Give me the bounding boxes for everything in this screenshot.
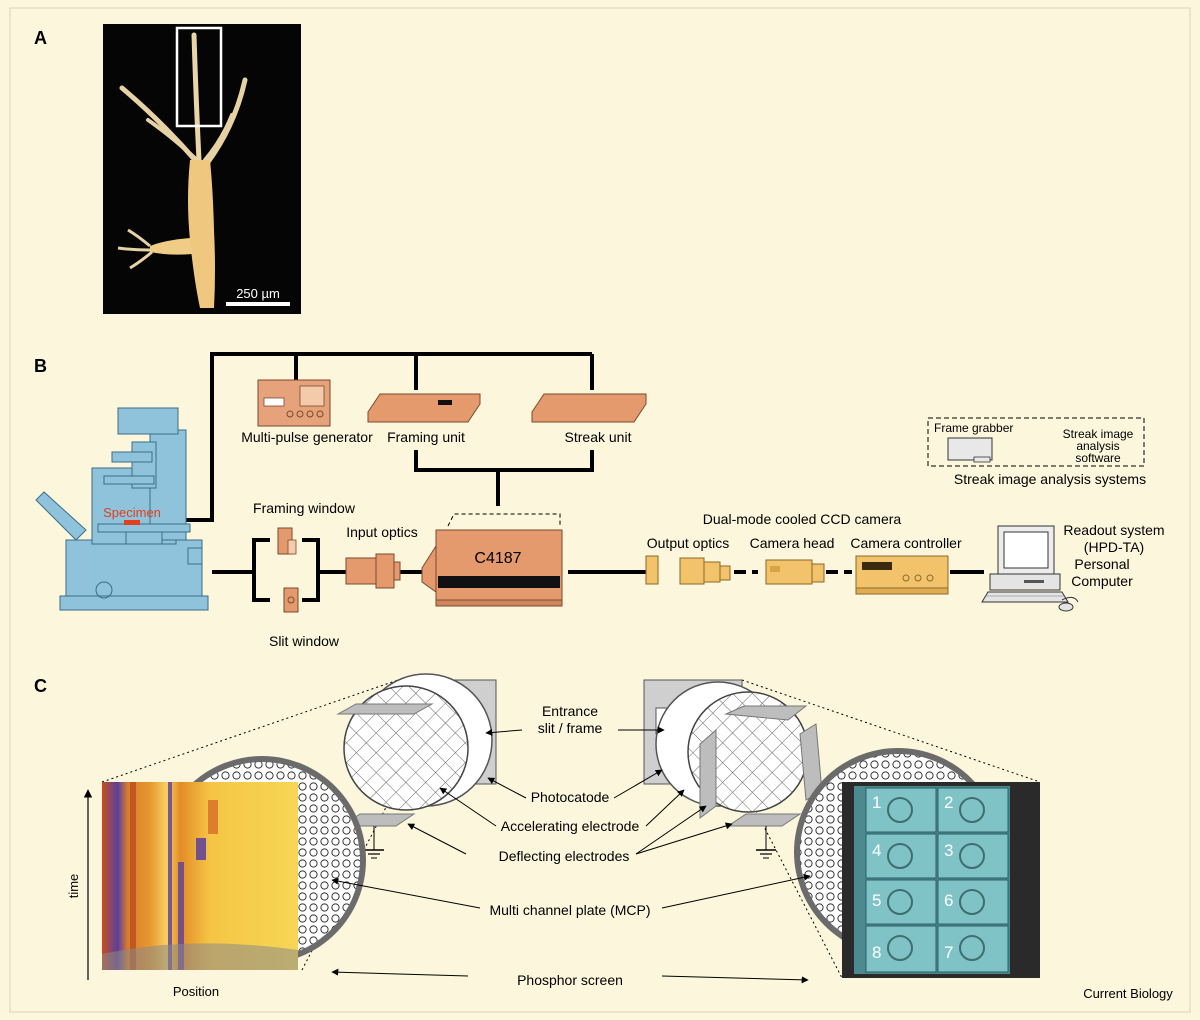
hydra-photo — [103, 24, 301, 314]
multi-pulse-generator-device — [257, 379, 331, 427]
camera-head-device — [765, 559, 825, 585]
photocatode-label: Photocatode — [531, 789, 610, 805]
streak-unit-device — [531, 393, 647, 423]
dual-mode-camera-label: Dual-mode cooled CCD camera — [703, 511, 902, 527]
position-axis-label: Position — [173, 984, 219, 999]
framing-unit-label: Framing unit — [387, 429, 465, 445]
svg-text:1: 1 — [872, 793, 881, 812]
camera-model-label: C4187 — [474, 550, 521, 567]
phosphor-screen-label: Phosphor screen — [517, 972, 623, 988]
framing-window-device — [277, 527, 297, 555]
input-optics-label: Input optics — [346, 524, 418, 540]
svg-text:3: 3 — [944, 841, 953, 860]
svg-text:6: 6 — [944, 891, 953, 910]
frame-tile: 8 — [865, 925, 937, 973]
scale-bar-label: 250 µm — [236, 286, 280, 301]
frame-tile: 3 — [937, 833, 1009, 879]
wiring-lines — [168, 352, 984, 602]
streak-tube-left — [101, 673, 497, 971]
frame-tile: 2 — [937, 787, 1009, 833]
frame-tile: 5 — [865, 879, 937, 925]
journal-credit: Current Biology — [1083, 986, 1173, 1001]
frame-tile: 6 — [937, 879, 1009, 925]
svg-text:2: 2 — [944, 793, 953, 812]
camera-controller-label: Camera controller — [850, 535, 962, 551]
frame-tile: 7 — [937, 925, 1009, 973]
svg-text:8: 8 — [872, 943, 881, 962]
slit-window-label: Slit window — [269, 633, 340, 649]
svg-text:5: 5 — [872, 891, 881, 910]
figure-border — [9, 7, 1191, 1013]
frame-grabber-label: Frame grabber — [934, 421, 1013, 435]
microscope-illustration — [35, 407, 209, 611]
framing-window-label: Framing window — [253, 500, 356, 516]
specimen-marker — [124, 520, 140, 525]
slit-window-device — [283, 587, 299, 613]
readout-label-line2: (HPD-TA) — [1084, 539, 1144, 555]
panel-label-c: C — [34, 676, 47, 696]
personal-computer-device — [981, 525, 1079, 612]
software-label-line1: Streak image — [1063, 427, 1134, 441]
leader-arrows — [331, 726, 811, 984]
panel-label-a: A — [34, 28, 47, 48]
camera-controller-device — [855, 555, 949, 595]
software-label-line3: software — [1075, 451, 1121, 465]
output-optics-label: Output optics — [647, 535, 730, 551]
svg-text:4: 4 — [872, 841, 881, 860]
panel-label-b: B — [34, 356, 47, 376]
readout-label-line1: Readout system — [1063, 522, 1164, 538]
analysis-systems-label: Streak image analysis systems — [954, 471, 1146, 487]
entrance-label-line2: slit / frame — [538, 720, 603, 736]
analysis-systems-box — [927, 417, 1145, 467]
input-optics-device — [345, 553, 401, 589]
c4187-camera-device — [421, 513, 563, 607]
mcp-label: Multi channel plate (MCP) — [489, 902, 650, 918]
camera-head-label: Camera head — [750, 535, 835, 551]
streak-unit-label: Streak unit — [565, 429, 632, 445]
frame-tile: 4 — [865, 833, 937, 879]
time-axis-label: time — [66, 874, 81, 899]
software-label-line2: analysis — [1076, 439, 1119, 453]
svg-text:7: 7 — [944, 943, 953, 962]
framing-unit-device — [367, 393, 481, 423]
deflecting-electrodes-label: Deflecting electrodes — [499, 848, 630, 864]
readout-label-line3: Personal — [1074, 556, 1129, 572]
frame-tile: 1 — [865, 787, 937, 833]
frame-grabber-card — [947, 437, 993, 461]
specimen-label: Specimen — [103, 505, 161, 520]
entrance-label-line1: Entrance — [542, 703, 598, 719]
accelerating-electrode-label: Accelerating electrode — [501, 818, 640, 834]
output-optics-device — [645, 555, 731, 585]
multi-pulse-generator-label: Multi-pulse generator — [241, 429, 373, 445]
readout-label-line4: Computer — [1071, 573, 1133, 589]
